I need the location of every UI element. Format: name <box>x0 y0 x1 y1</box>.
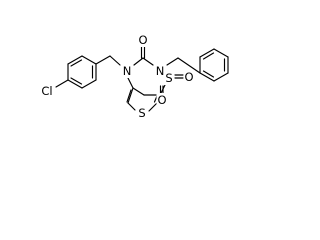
double-bond-inner <box>70 77 83 85</box>
bond <box>81 79 97 89</box>
bond <box>67 79 83 89</box>
bond <box>166 57 179 66</box>
atom-label-chlorine: Cl <box>41 84 52 98</box>
bond <box>132 87 145 96</box>
atom-label-sulfur-sulfonyl: S <box>165 71 172 85</box>
bond <box>213 72 229 82</box>
double-bond-inner <box>70 59 83 67</box>
atom-label-background <box>137 33 149 47</box>
atom-label-background <box>137 106 147 120</box>
atom-label-background <box>164 71 174 85</box>
atom-labels: N N S O O O S Cl <box>40 33 195 120</box>
atom-label-oxygen-sulfonyl-bottom: O <box>157 93 166 107</box>
bond <box>199 72 215 82</box>
double-bond-inner <box>202 52 215 60</box>
chlorophenyl-ring <box>67 55 97 89</box>
bond-c-cl <box>55 79 69 88</box>
atom-label-nitrogen-2: N <box>156 64 165 78</box>
bond <box>67 55 83 65</box>
atom-label-background <box>156 93 168 107</box>
bond <box>127 77 134 89</box>
bond <box>142 57 154 66</box>
atom-label-nitrogen-4: N <box>123 64 132 78</box>
atom-label-background <box>183 70 195 84</box>
bond <box>199 48 215 58</box>
atom-label-oxygen-sulfonyl-right: O <box>184 70 193 84</box>
bond <box>109 55 121 66</box>
bond <box>127 87 134 104</box>
atom-label-background <box>154 64 166 78</box>
thiadiazine-ring <box>127 57 168 96</box>
double-bond-inner <box>202 70 215 78</box>
bonds <box>55 46 229 112</box>
bond <box>127 102 136 111</box>
atom-label-background <box>121 64 133 78</box>
bond <box>81 55 97 65</box>
bond <box>177 57 201 74</box>
phenyl-ring <box>199 48 229 82</box>
atom-label-background <box>40 84 54 98</box>
bond <box>148 102 158 112</box>
bond <box>133 57 144 66</box>
bond <box>213 48 229 58</box>
atom-label-sulfur-thiophene: S <box>138 106 145 120</box>
bond <box>95 55 111 65</box>
molecule-structure-diagram: N N S O O O S Cl <box>40 33 229 120</box>
bond <box>126 89 132 103</box>
atom-label-oxygen-carbonyl: O <box>138 33 147 47</box>
